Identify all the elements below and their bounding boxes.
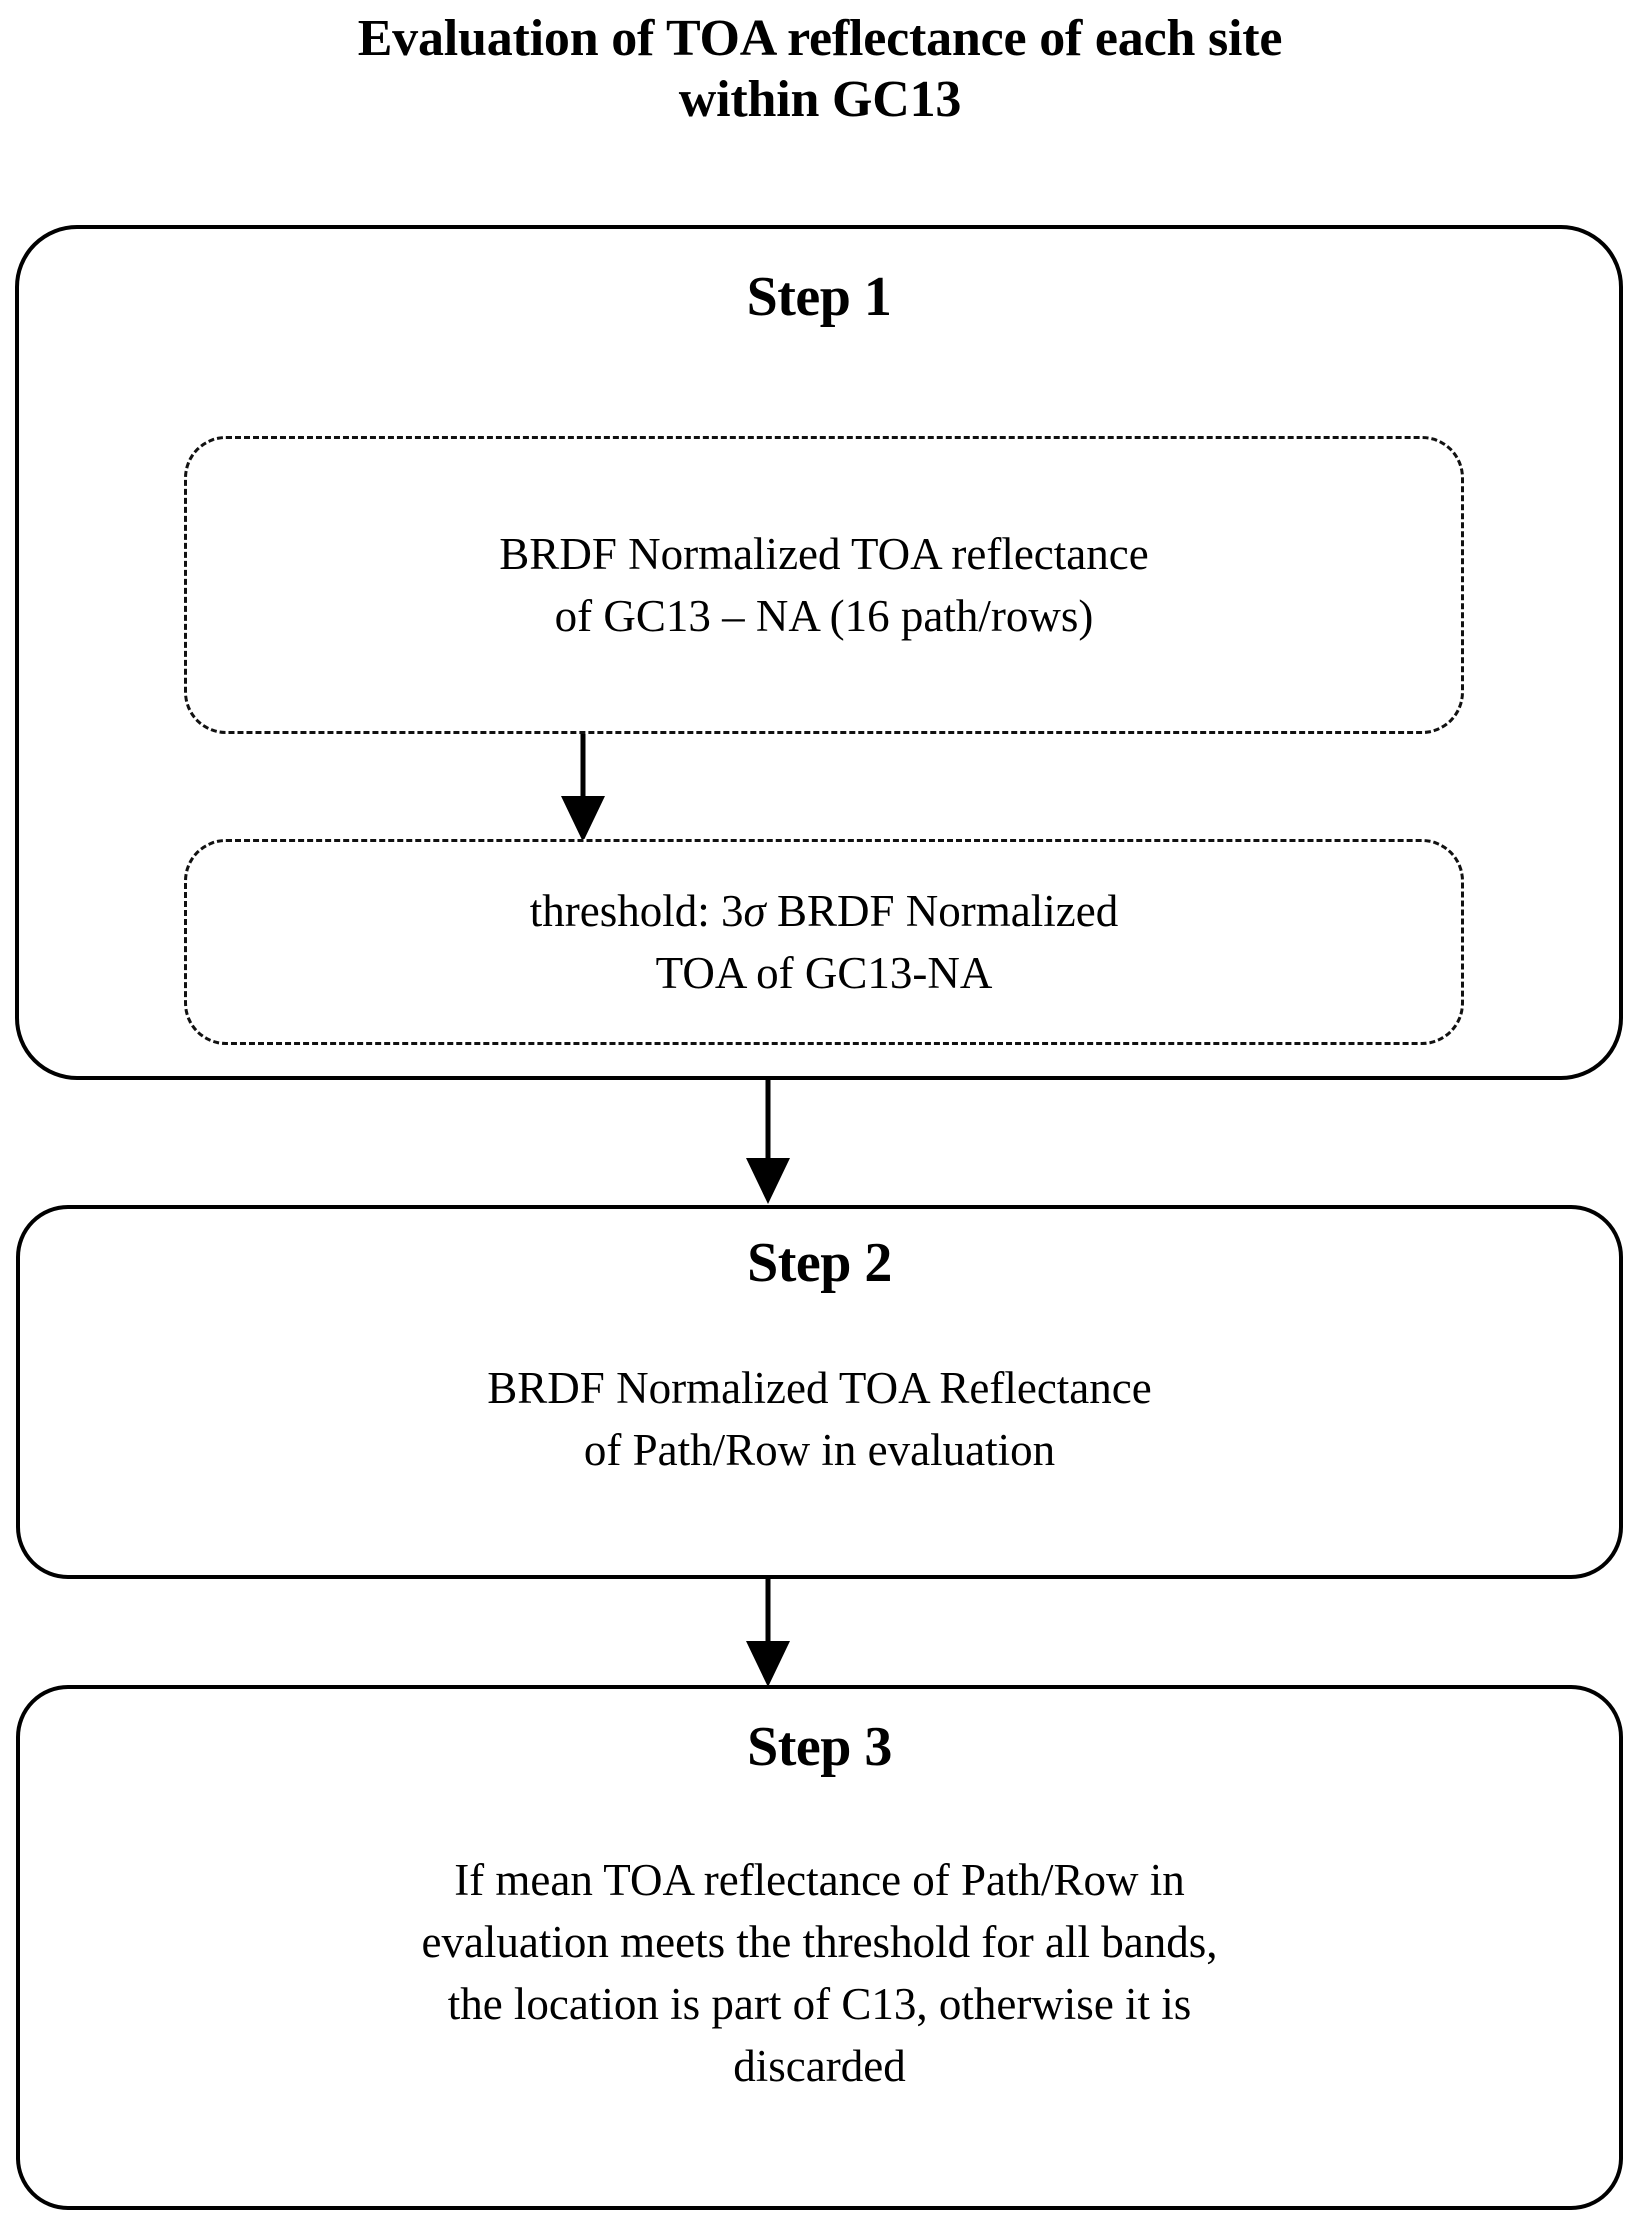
sigma-symbol: σ <box>743 885 766 936</box>
step-2-body: BRDF Normalized TOA Reflectance of Path/… <box>20 1357 1619 1481</box>
figure-title-line-2: within GC13 <box>678 71 962 129</box>
step-1-container: Step 1 BRDF Normalized TOA reflectance o… <box>15 225 1623 1080</box>
step-1-heading: Step 1 <box>746 266 892 328</box>
step-3-heading: Step 3 <box>747 1716 892 1778</box>
threshold-arrow-shaft <box>580 734 586 804</box>
step-3-body-line-4: discarded <box>733 2041 906 2092</box>
threshold-arrow <box>561 734 605 846</box>
brdf-normalized-toa-text: BRDF Normalized TOA reflectance of GC13 … <box>477 523 1170 647</box>
threshold-arrow-head-icon <box>561 796 605 842</box>
step1-to-step2-arrow-shaft <box>765 1078 771 1164</box>
step-2-container: Step 2 BRDF Normalized TOA Reflectance o… <box>16 1205 1623 1579</box>
threshold-line-1-pre: threshold: 3 <box>529 885 744 936</box>
threshold-line-1-post: BRDF Normalized <box>765 885 1119 936</box>
step-2-heading: Step 2 <box>747 1232 892 1294</box>
figure-title: Evaluation of TOA reflectance of each si… <box>60 8 1580 131</box>
step1-to-step2-arrow-head-icon <box>746 1158 790 1204</box>
step-3-body-line-2: evaluation meets the threshold for all b… <box>421 1917 1218 1968</box>
brdf-normalized-toa-line-1: BRDF Normalized TOA reflectance <box>499 528 1149 579</box>
step-3-container: Step 3 If mean TOA reflectance of Path/R… <box>16 1685 1623 2210</box>
threshold-box: threshold: 3σ BRDF Normalized TOA of GC1… <box>184 839 1464 1045</box>
step-2-body-line-2: of Path/Row in evaluation <box>583 1425 1056 1476</box>
threshold-line-2: TOA of GC13-NA <box>655 948 993 998</box>
step2-to-step3-arrow-head-icon <box>746 1641 790 1687</box>
step-3-body: If mean TOA reflectance of Path/Row in e… <box>20 1849 1619 2097</box>
figure-title-line-1: Evaluation of TOA reflectance of each si… <box>357 10 1283 67</box>
brdf-normalized-toa-line-2: of GC13 – NA (16 path/rows) <box>554 591 1094 641</box>
step2-to-step3-arrow-shaft <box>765 1577 771 1647</box>
step-2-body-line-1: BRDF Normalized TOA Reflectance <box>487 1363 1152 1413</box>
step2-to-step3-arrow <box>746 1577 790 1691</box>
step-3-body-line-1: If mean TOA reflectance of Path/Row in <box>454 1855 1185 1905</box>
step1-to-step2-arrow <box>746 1078 790 1208</box>
threshold-text: threshold: 3σ BRDF Normalized TOA of GC1… <box>508 880 1140 1004</box>
threshold-line-1: threshold: 3σ BRDF Normalized <box>530 880 1118 942</box>
brdf-normalized-toa-box: BRDF Normalized TOA reflectance of GC13 … <box>184 436 1464 734</box>
step-3-body-line-3: the location is part of C13, otherwise i… <box>447 1979 1192 2030</box>
